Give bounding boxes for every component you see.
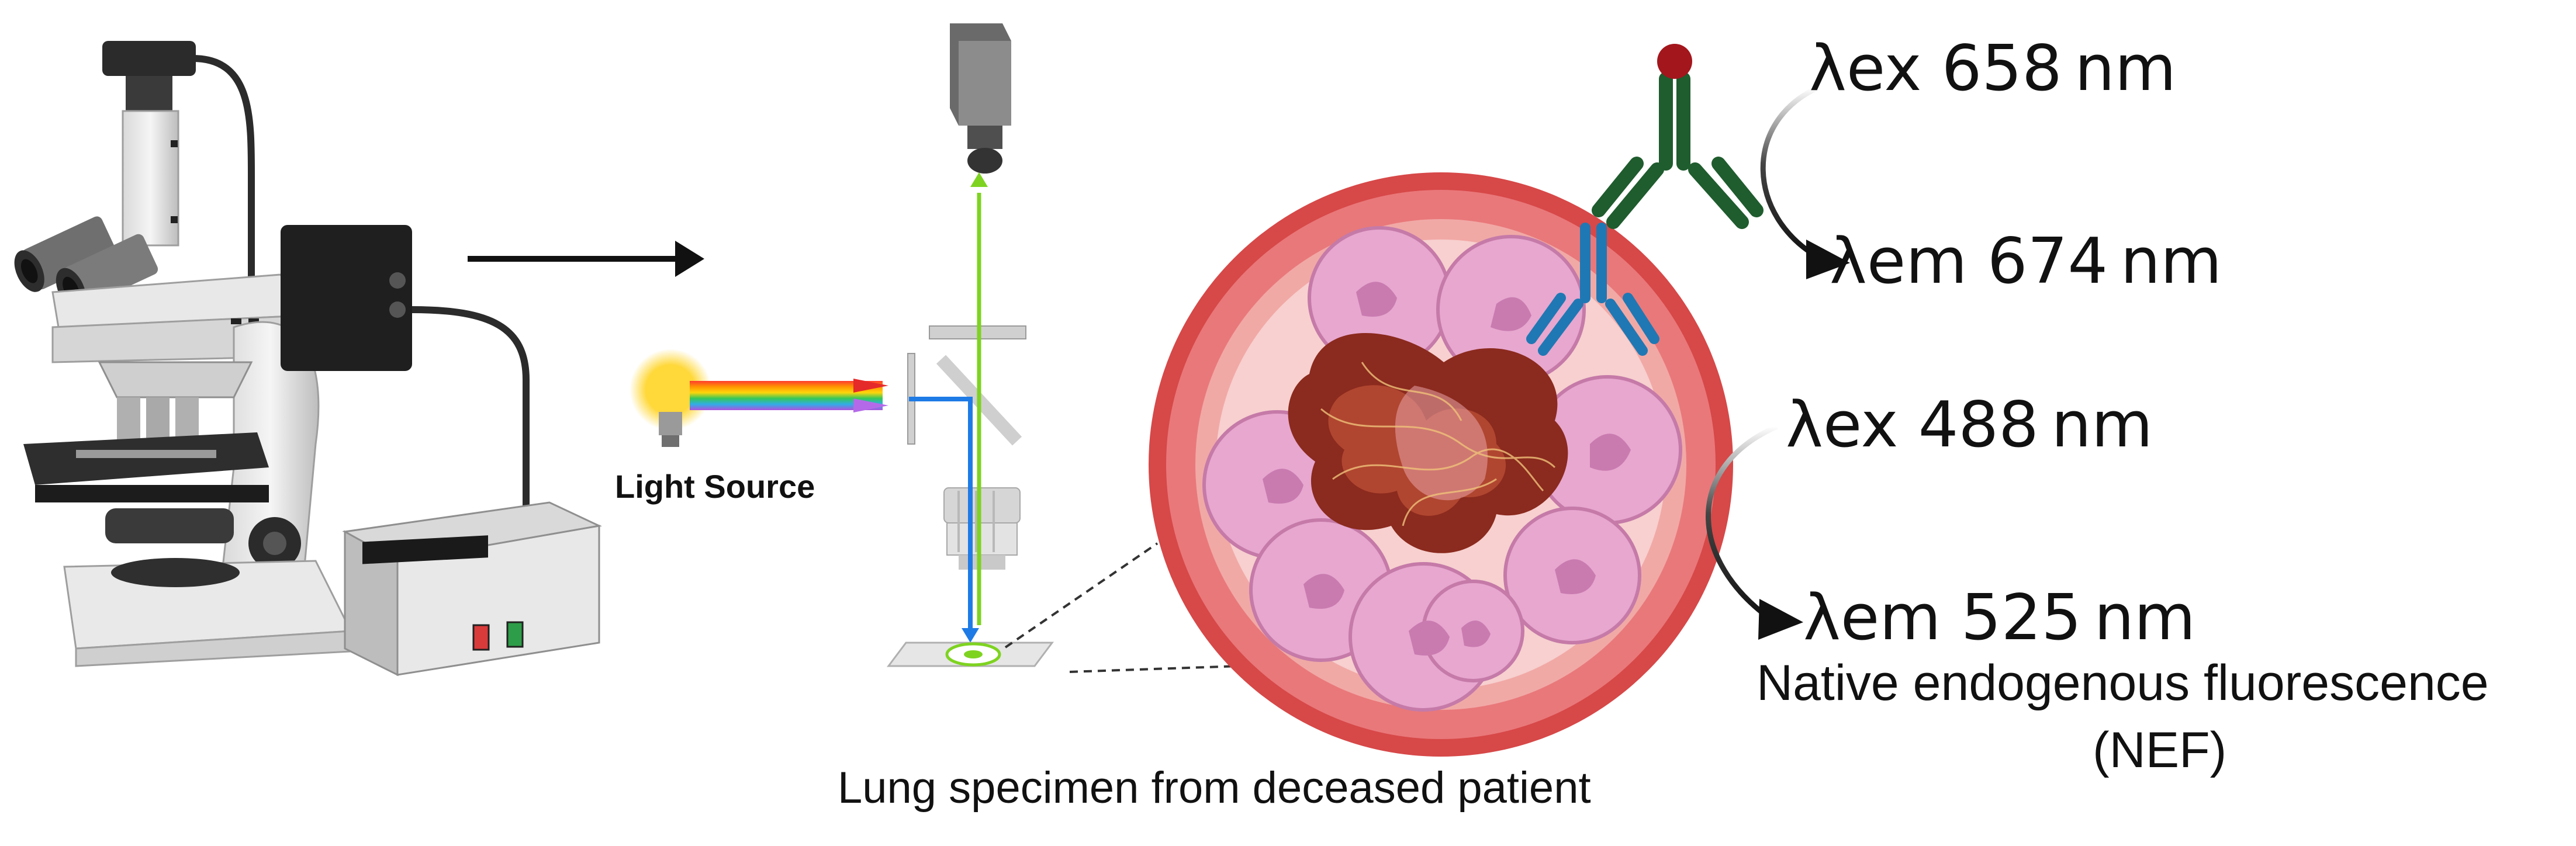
camera-icon	[950, 23, 1011, 174]
far-red-shift-arrow	[1760, 85, 1820, 259]
nef-title: Native endogenous fluorescence	[1756, 655, 2489, 711]
zoom-line-top	[1004, 542, 1159, 649]
excitation-path	[909, 397, 973, 634]
specimen-caption: Lung specimen from deceased patient	[838, 763, 1591, 813]
antibody-icon	[1526, 44, 1764, 356]
clot-icon	[1288, 333, 1568, 553]
fluorophore-icon	[1657, 44, 1692, 79]
light-source-label: Light Source	[615, 468, 815, 505]
microscope-icon	[14, 41, 530, 667]
flow-arrow-head	[675, 241, 704, 277]
green-shift-arrow	[1706, 424, 1778, 622]
slide-icon	[887, 642, 1054, 667]
green-excitation-label: λex 488 nm	[1786, 389, 2153, 462]
lung-cross-section-icon	[1149, 172, 1733, 757]
white-light-beam	[690, 381, 883, 410]
power-supply-icon	[342, 501, 602, 677]
zoom-line-bottom	[1069, 665, 1240, 673]
green-emission-label: λem 525 nm	[1803, 581, 2196, 654]
nef-abbreviation: (NEF)	[2093, 722, 2227, 778]
far-red-excitation-label: λex 658 nm	[1809, 32, 2177, 105]
far-red-emission-label: λem 674 nm	[1830, 225, 2222, 298]
objective-lens-icon	[943, 487, 1021, 570]
